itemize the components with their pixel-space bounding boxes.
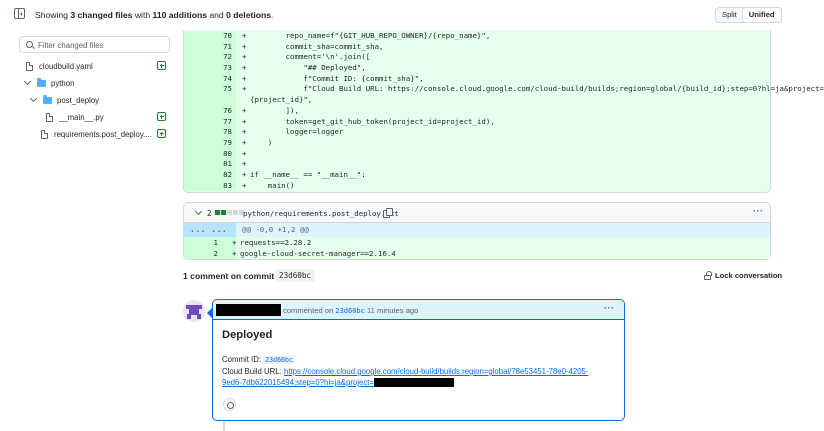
- comment-commit-link[interactable]: 23d60bc: [335, 307, 365, 315]
- diff-line: 79+ ): [184, 137, 770, 149]
- diff-line: 82+if __name__ == "__main__":: [184, 169, 770, 181]
- chevron-down-icon[interactable]: [194, 207, 203, 216]
- redacted-project: [373, 378, 454, 388]
- diff-main-py: 70+ repo_name=f"{GIT_HUB_REPO_OWNER}/{re…: [183, 30, 824, 193]
- diff-toolbar: Showing 3 changed files with 110 additio…: [0, 0, 786, 30]
- diff-line-wrap: {project_id}",: [184, 95, 770, 106]
- redacted-username: [216, 304, 281, 316]
- file-added-icon: [157, 112, 166, 121]
- diff-line: 78+ logger=logger: [184, 127, 770, 138]
- comment-body: Deployed Commit ID: 23d60bc Cloud Build …: [222, 329, 617, 388]
- search-icon: [26, 41, 33, 48]
- commit-sha-chip[interactable]: 23d60bc: [275, 269, 316, 282]
- diff-summary: Showing 3 changed files with 110 additio…: [35, 10, 274, 20]
- avatar[interactable]: [183, 300, 205, 322]
- tree-item-post-deploy[interactable]: post_deploy: [29, 93, 99, 107]
- comment-heading: Deployed: [222, 329, 273, 341]
- folder-icon: [43, 94, 52, 104]
- sidebar-toggle-icon[interactable]: [14, 8, 25, 19]
- tree-item-main-py[interactable]: __main__.py: [46, 110, 104, 124]
- tree-item-python[interactable]: python: [23, 76, 74, 90]
- diff-line: 71+ commit_sha=commit_sha,: [184, 41, 770, 53]
- diff-line: 80+: [184, 148, 770, 160]
- copy-icon[interactable]: [383, 208, 393, 218]
- file-icon: [46, 112, 53, 122]
- hunk-header: ... ... @@ -0,0 +1,2 @@: [184, 223, 770, 237]
- chevron-down-icon: [23, 77, 32, 86]
- diff-line: 72+ comment='\n'.join([: [184, 52, 770, 64]
- file-added-icon: [157, 61, 166, 70]
- lock-conversation-button[interactable]: Lock conversation: [704, 270, 782, 280]
- kebab-icon[interactable]: ···: [604, 303, 615, 313]
- diff-line: 70+ repo_name=f"{GIT_HUB_REPO_OWNER}/{re…: [184, 31, 770, 42]
- diff-line: 74+ f"Commit ID: {commit_sha}",: [184, 73, 770, 85]
- diff-line: 81+: [184, 159, 770, 170]
- diff-line: 77+ token=get_git_hub_token(project_id=p…: [184, 116, 770, 128]
- commit-comment: commented on 23d60bc 11 minutes ago ··· …: [207, 299, 625, 421]
- expand-lines-button[interactable]: ... ...: [184, 223, 236, 237]
- diff-file-name[interactable]: python/requirements.post_deploy.txt: [243, 209, 399, 218]
- filter-files-input[interactable]: [38, 39, 166, 51]
- file-added-icon: [157, 129, 166, 138]
- diff-line: 2+google-cloud-secret-manager==2.16.4: [184, 248, 770, 259]
- diff-file-header: 2 python/requirements.post_deploy.txt ··…: [183, 202, 771, 223]
- diff-view-toggle: Split Unified: [715, 7, 782, 23]
- split-view-button[interactable]: Split: [722, 10, 737, 19]
- kebab-icon[interactable]: ···: [753, 206, 764, 216]
- smiley-icon[interactable]: [223, 398, 236, 411]
- diff-line: 73+ "## Deployed",: [184, 63, 770, 74]
- filter-files-field: [19, 36, 170, 53]
- tree-item-cloudbuild[interactable]: cloudbuild.yaml: [26, 59, 93, 73]
- comments-heading: 1 comment on commit: [183, 271, 275, 281]
- timeline-line: [223, 421, 225, 431]
- file-icon: [26, 61, 33, 71]
- diff-line: 75+ f"Cloud Build URL: https://console.c…: [184, 84, 824, 96]
- diff-line: 83+ main(): [184, 180, 770, 192]
- lock-icon: [704, 270, 712, 280]
- comment-timestamp: 11 minutes ago: [367, 306, 419, 315]
- tree-item-requirements[interactable]: requirements.post_deploy....: [41, 127, 152, 141]
- diff-line: 1+requests==2.28.2: [184, 237, 770, 248]
- unified-view-button[interactable]: Unified: [741, 7, 782, 23]
- diff-requirements: ... ... @@ -0,0 +1,2 @@ 1+requests==2.28…: [183, 223, 771, 260]
- commit-id-link[interactable]: 23d60bc: [263, 356, 295, 364]
- diff-line: 76+ ]),: [184, 105, 770, 117]
- diffstat-bars: [215, 210, 244, 215]
- file-icon: [41, 129, 48, 139]
- comment-header: commented on 23d60bc 11 minutes ago ···: [213, 300, 624, 320]
- cloud-build-link[interactable]: https://console.cloud.google.com/cloud-b…: [222, 367, 589, 388]
- chevron-down-icon: [29, 94, 38, 103]
- folder-icon: [37, 77, 46, 87]
